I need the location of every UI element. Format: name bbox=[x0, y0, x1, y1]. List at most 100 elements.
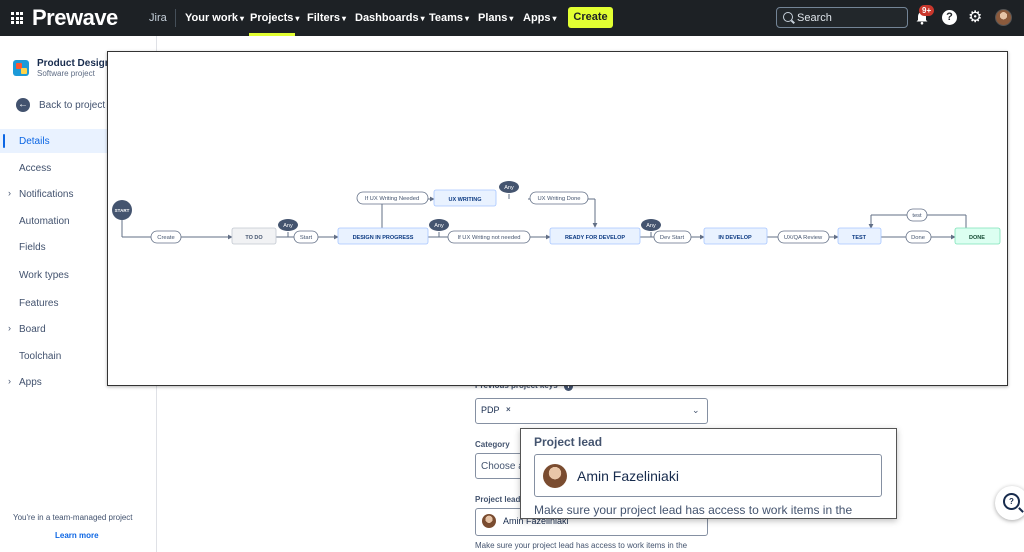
project-lead-title: Project lead bbox=[534, 435, 603, 449]
svg-text:Dev Start: Dev Start bbox=[660, 235, 685, 241]
transition-ux-qa-review[interactable]: UX/QA Review bbox=[777, 230, 830, 244]
svg-text:If UX Writing not needed: If UX Writing not needed bbox=[457, 235, 520, 241]
nav-teams[interactable]: Teams▾ bbox=[429, 12, 470, 24]
chevron-right-icon: › bbox=[8, 376, 11, 386]
sidebar-item-details[interactable]: Details bbox=[0, 129, 107, 153]
svg-text:If UX Writing Needed: If UX Writing Needed bbox=[365, 196, 419, 202]
sidebar-item-automation[interactable]: Automation bbox=[19, 216, 70, 227]
product-name[interactable]: Jira bbox=[149, 12, 167, 24]
sidebar-item-work-types[interactable]: Work types bbox=[19, 270, 69, 281]
transition-if-ux-writing-needed[interactable]: If UX Writing Needed bbox=[356, 191, 429, 205]
workflow-state-test[interactable]: TEST bbox=[837, 227, 882, 245]
nav-your-work[interactable]: Your work▾ bbox=[185, 12, 244, 24]
svg-text:test: test bbox=[912, 213, 922, 219]
sidebar-item-apps[interactable]: ›Apps bbox=[8, 376, 42, 388]
project-lead-field[interactable]: Amin Fazeliniaki bbox=[534, 454, 882, 497]
lead-help-text: Make sure your project lead has access t… bbox=[534, 503, 853, 517]
transition-create[interactable]: Create bbox=[150, 230, 182, 244]
nav-projects[interactable]: Projects▾ bbox=[250, 12, 300, 24]
any-transition-badge: Any bbox=[499, 181, 519, 193]
workflow-state-design-in-progress[interactable]: DESIGN IN PROGRESS bbox=[337, 227, 429, 245]
previous-keys-select[interactable] bbox=[475, 398, 708, 424]
lead-name: Amin Fazeliniaki bbox=[503, 516, 569, 526]
svg-text:Any: Any bbox=[434, 223, 444, 229]
back-arrow-icon[interactable]: ← bbox=[16, 98, 30, 112]
workflow-start-node: START bbox=[112, 200, 132, 220]
logo[interactable]: Prewave bbox=[32, 5, 118, 30]
workflow-diagram-overlay: START TO DO DESIGN IN PROGRESS UX WRITIN… bbox=[107, 51, 1008, 386]
floating-help-button[interactable]: ? bbox=[995, 486, 1024, 520]
previous-key-tag: PDP bbox=[481, 405, 500, 415]
project-lead-zoom-panel: Project lead Amin Fazeliniaki Make sure … bbox=[520, 428, 897, 519]
any-transition-badge: Any bbox=[429, 219, 449, 231]
app-switcher-icon[interactable] bbox=[11, 12, 23, 24]
workflow-state-ux-writing[interactable]: UX WRITING bbox=[433, 189, 497, 207]
divider bbox=[175, 9, 176, 27]
svg-text:DONE: DONE bbox=[969, 235, 985, 241]
back-to-project-link[interactable]: Back to project bbox=[39, 100, 106, 111]
nav-filters[interactable]: Filters▾ bbox=[307, 12, 347, 24]
learn-more-link[interactable]: Learn more bbox=[55, 531, 99, 540]
team-managed-note: You're in a team-managed project bbox=[13, 513, 133, 522]
svg-text:Done: Done bbox=[911, 235, 925, 241]
workflow-state-in-develop[interactable]: IN DEVELOP bbox=[703, 227, 768, 245]
transition-dev-start[interactable]: Dev Start bbox=[653, 230, 692, 244]
settings-gear-icon[interactable]: ⚙ bbox=[968, 9, 983, 26]
nav-plans[interactable]: Plans▾ bbox=[478, 12, 514, 24]
lead-name: Amin Fazeliniaki bbox=[577, 468, 679, 484]
svg-text:READY FOR DEVELOP: READY FOR DEVELOP bbox=[565, 235, 625, 241]
svg-text:Any: Any bbox=[283, 223, 293, 229]
svg-text:IN DEVELOP: IN DEVELOP bbox=[718, 235, 752, 241]
lead-help-text: Make sure your project lead has access t… bbox=[475, 541, 688, 550]
search-placeholder: Search bbox=[797, 12, 832, 24]
help-icon[interactable]: ? bbox=[942, 10, 957, 25]
search-input[interactable]: Search bbox=[776, 7, 908, 28]
active-nav-indicator bbox=[249, 33, 295, 36]
transition-ux-writing-done[interactable]: UX Writing Done bbox=[529, 191, 589, 205]
project-type: Software project bbox=[37, 69, 95, 78]
user-avatar[interactable] bbox=[995, 9, 1012, 26]
svg-text:Create: Create bbox=[157, 235, 174, 241]
svg-text:Start: Start bbox=[300, 235, 313, 241]
any-transition-badge: Any bbox=[278, 219, 298, 231]
svg-text:TO DO: TO DO bbox=[245, 235, 263, 241]
svg-text:START: START bbox=[115, 208, 130, 213]
chevron-right-icon: › bbox=[8, 188, 11, 198]
svg-text:Any: Any bbox=[646, 223, 656, 229]
sidebar-item-fields[interactable]: Fields bbox=[19, 242, 46, 253]
transition-test[interactable]: test bbox=[906, 208, 928, 222]
workflow-state-done[interactable]: DONE bbox=[954, 227, 1001, 245]
help-search-icon: ? bbox=[1003, 493, 1020, 510]
sidebar-item-notifications[interactable]: ›Notifications bbox=[8, 188, 74, 200]
create-button[interactable]: Create bbox=[568, 7, 613, 28]
workflow-diagram: START TO DO DESIGN IN PROGRESS UX WRITIN… bbox=[112, 181, 1001, 245]
workflow-state-todo[interactable]: TO DO bbox=[231, 227, 277, 245]
nav-dashboards[interactable]: Dashboards▾ bbox=[355, 12, 425, 24]
svg-text:DESIGN IN PROGRESS: DESIGN IN PROGRESS bbox=[353, 235, 414, 241]
category-label: Category bbox=[475, 440, 510, 449]
svg-text:TEST: TEST bbox=[852, 235, 867, 241]
transition-if-ux-writing-not-needed[interactable]: If UX Writing not needed bbox=[447, 230, 531, 244]
project-name: Product Design bbox=[37, 58, 111, 69]
svg-text:UX Writing Done: UX Writing Done bbox=[537, 196, 580, 202]
any-transition-badge: Any bbox=[641, 219, 661, 231]
transition-done[interactable]: Done bbox=[905, 230, 932, 244]
svg-text:Any: Any bbox=[504, 185, 514, 191]
lead-avatar bbox=[482, 514, 496, 528]
sidebar-item-access[interactable]: Access bbox=[19, 163, 52, 174]
info-icon[interactable]: i bbox=[564, 382, 573, 391]
svg-text:UX/QA Review: UX/QA Review bbox=[784, 235, 823, 241]
svg-text:UX WRITING: UX WRITING bbox=[449, 197, 482, 203]
search-icon bbox=[783, 12, 793, 22]
chevron-right-icon: › bbox=[8, 323, 11, 333]
sidebar-item-features[interactable]: Features bbox=[19, 298, 59, 309]
workflow-state-ready-for-develop[interactable]: READY FOR DEVELOP bbox=[549, 227, 641, 245]
chevron-down-icon[interactable]: ⌄ bbox=[692, 405, 700, 415]
sidebar-item-toolchain[interactable]: Toolchain bbox=[19, 351, 62, 362]
nav-apps[interactable]: Apps▾ bbox=[523, 12, 557, 24]
top-navigation-bar: Prewave Jira Your work▾ Projects▾ Filter… bbox=[0, 0, 1024, 36]
notification-count-badge: 9+ bbox=[919, 5, 935, 16]
remove-key-icon[interactable]: × bbox=[506, 405, 511, 414]
sidebar-item-board[interactable]: ›Board bbox=[8, 323, 46, 335]
transition-start[interactable]: Start bbox=[293, 230, 319, 244]
